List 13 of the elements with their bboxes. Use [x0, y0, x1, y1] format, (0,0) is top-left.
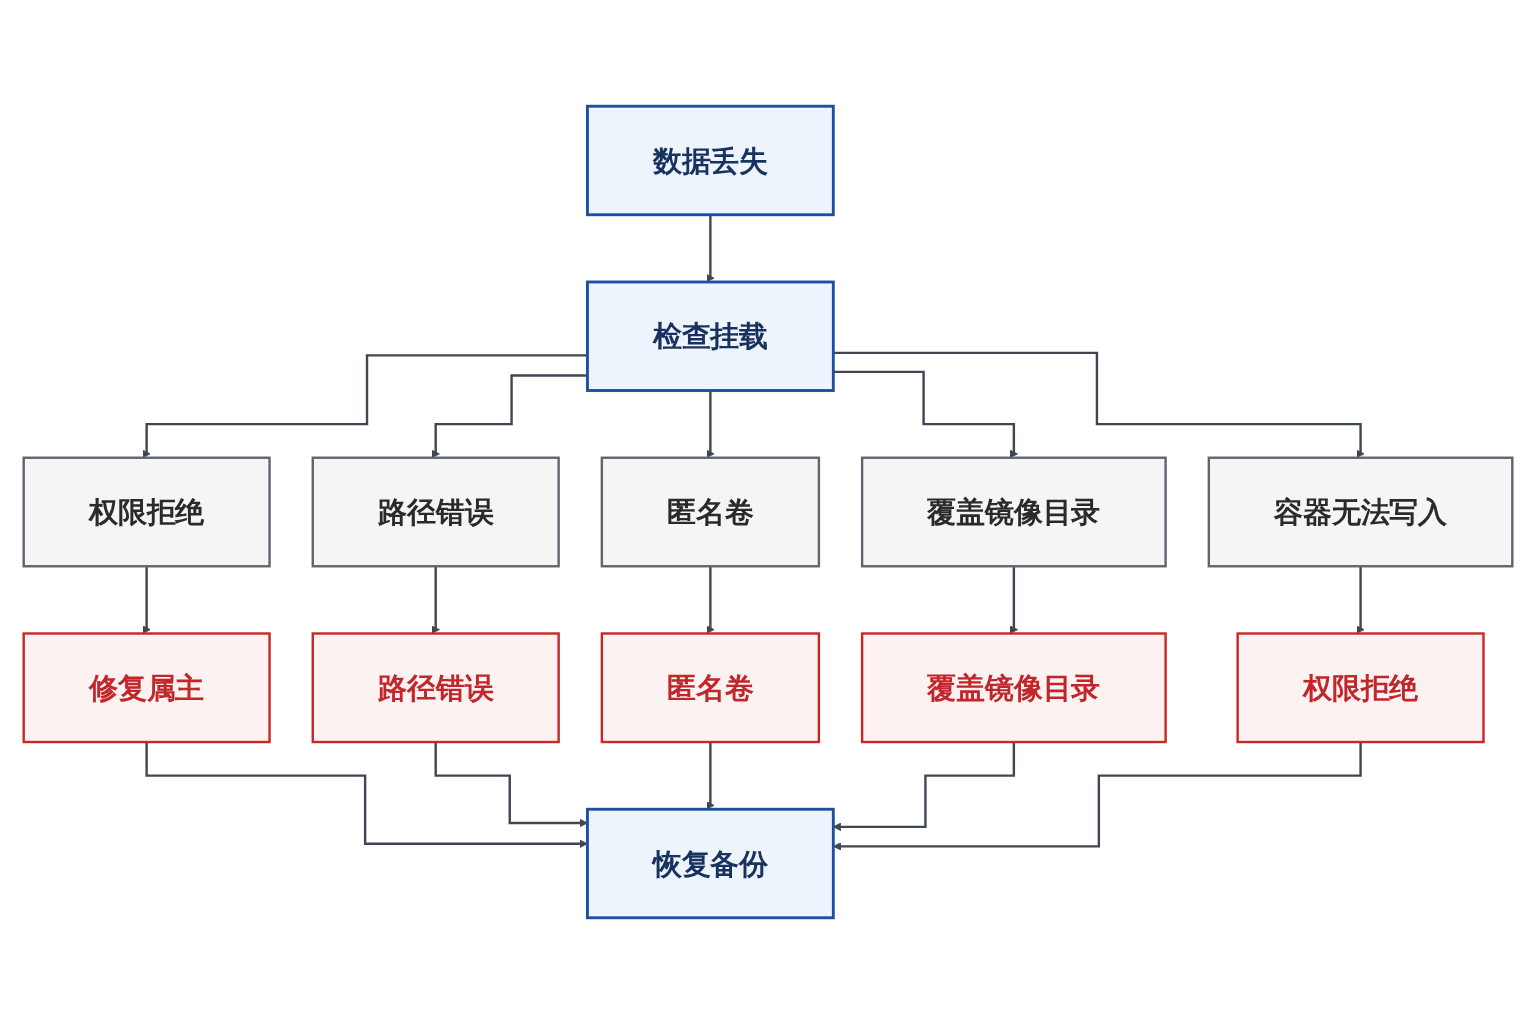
node-box: 恢复备份 [586, 807, 835, 920]
node-box: 路径错误 [311, 456, 560, 568]
node-box: 检查挂载 [586, 280, 835, 392]
node-box: 匿名卷 [600, 456, 821, 568]
node-box: 容器无法写入 [1207, 456, 1514, 568]
node-box: 覆盖镜像目录 [860, 632, 1167, 744]
node-box: 数据丢失 [586, 104, 835, 217]
node-box: 匿名卷 [600, 632, 821, 744]
node-box: 权限拒绝 [22, 456, 271, 568]
node-box: 权限拒绝 [1236, 632, 1485, 744]
node-box: 修复属主 [22, 632, 271, 744]
node-box: 路径错误 [311, 632, 560, 744]
node-box: 覆盖镜像目录 [860, 456, 1167, 568]
